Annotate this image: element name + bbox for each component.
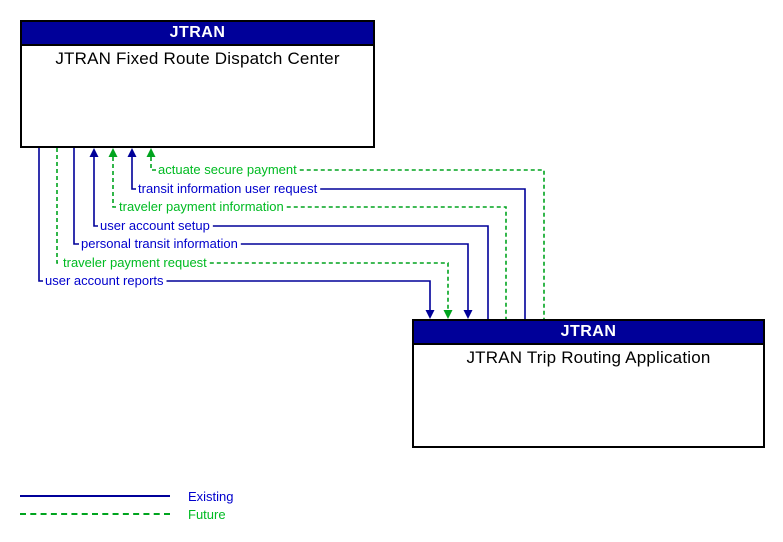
legend-label-existing: Existing	[188, 488, 234, 504]
flow-line	[150, 157, 156, 171]
flow-line	[209, 262, 449, 310]
future-line-sample	[20, 513, 170, 515]
flow-line	[131, 157, 136, 190]
entity-name-dispatch-center: JTRAN Fixed Route Dispatch Center	[55, 49, 340, 68]
existing-line-sample	[20, 495, 170, 497]
arrowhead-up-icon	[108, 148, 118, 157]
flow-label: traveler payment information	[119, 199, 284, 214]
flow-line	[93, 157, 98, 227]
arrowhead-down-icon	[443, 310, 453, 319]
legend: Existing Future	[20, 487, 280, 523]
arrowhead-up-icon	[127, 148, 137, 157]
flow-line	[240, 243, 469, 310]
entity-box-trip-routing-application[interactable]: JTRAN JTRAN Trip Routing Application	[412, 319, 765, 448]
arrowhead-down-icon	[463, 310, 473, 319]
entity-name-trip-routing-application: JTRAN Trip Routing Application	[466, 348, 711, 367]
flow-line	[112, 157, 117, 208]
flow-label: actuate secure payment	[158, 162, 297, 177]
flow-line	[320, 188, 526, 319]
entity-box-dispatch-center[interactable]: JTRAN JTRAN Fixed Route Dispatch Center	[20, 20, 375, 148]
arrowhead-up-icon	[146, 148, 156, 157]
flow-label: user account setup	[100, 218, 210, 233]
flow-label: personal transit information	[81, 236, 238, 251]
arrowhead-up-icon	[89, 148, 99, 157]
arrowhead-down-icon	[425, 310, 435, 319]
flow-line	[73, 148, 79, 245]
flow-label: transit information user request	[138, 181, 318, 196]
legend-label-future: Future	[188, 506, 226, 522]
flow-line	[212, 225, 489, 319]
flow-line	[38, 148, 43, 282]
entity-header-trip-routing-application: JTRAN	[414, 321, 763, 345]
flow-label: user account reports	[45, 273, 164, 288]
flow-line	[286, 206, 507, 319]
flow-label: traveler payment request	[63, 255, 207, 270]
flow-line	[299, 169, 545, 319]
flow-line	[166, 280, 431, 310]
legend-item-existing: Existing	[20, 487, 280, 505]
entity-header-dispatch-center: JTRAN	[22, 22, 373, 46]
legend-item-future: Future	[20, 505, 280, 523]
flow-line	[56, 148, 61, 264]
